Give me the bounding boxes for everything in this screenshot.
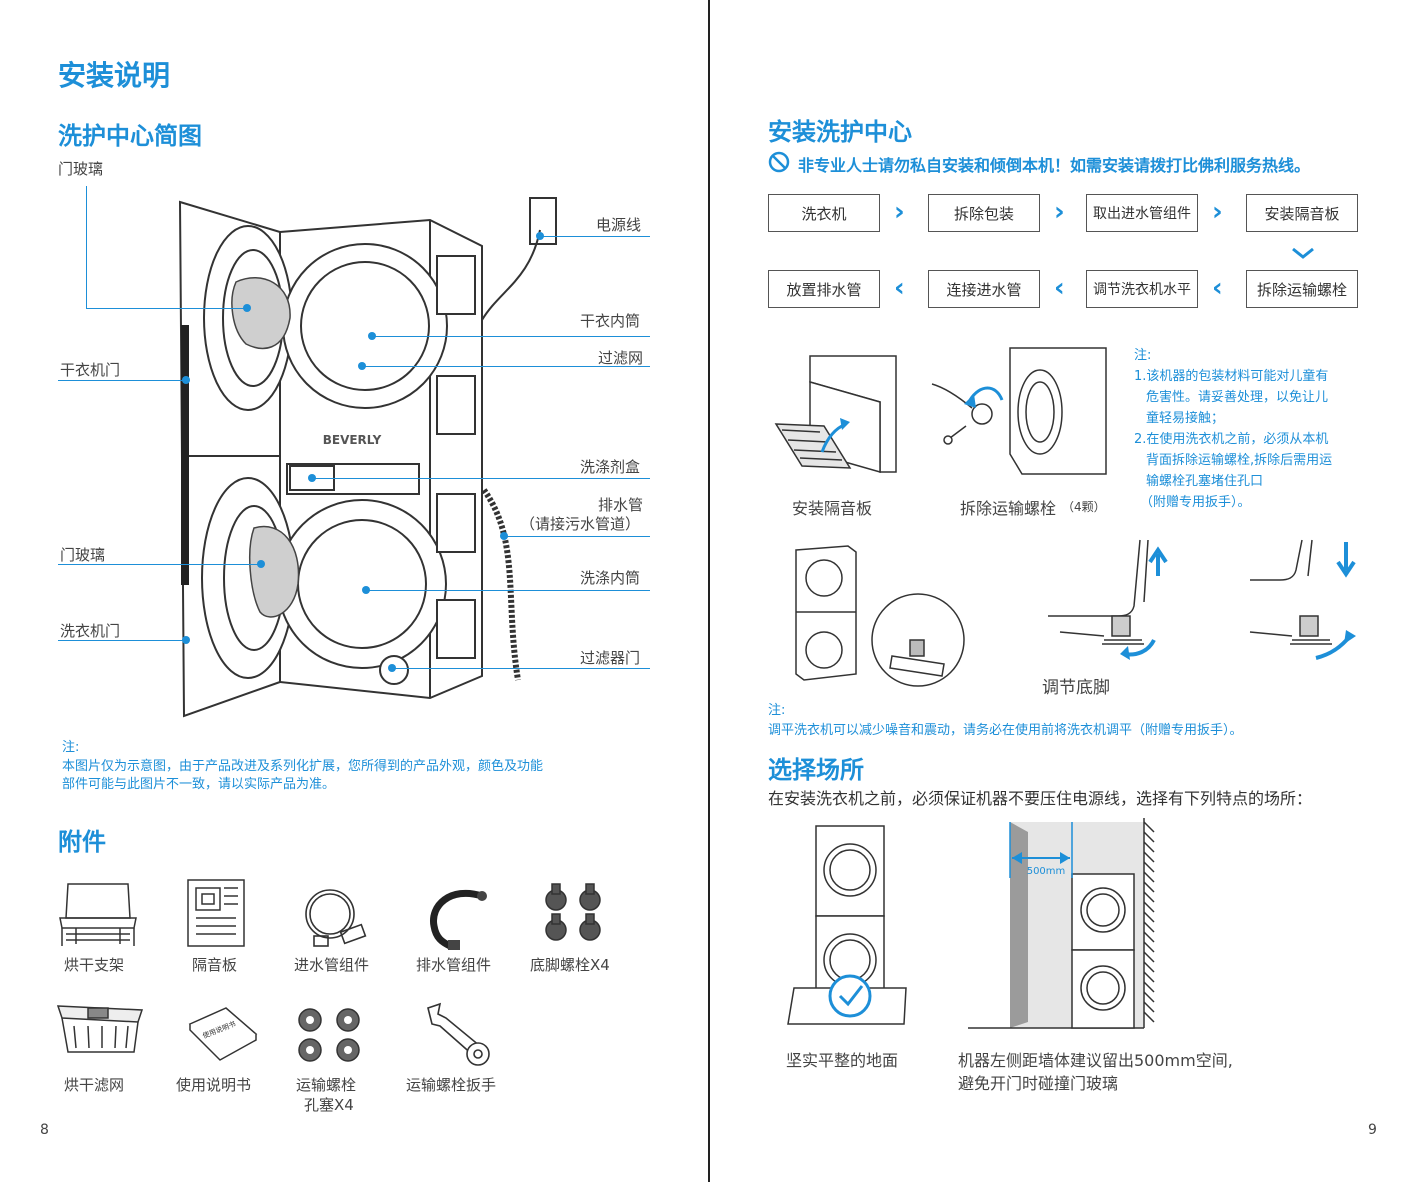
step-connect-inlet-hose: 连接进水管 <box>928 270 1040 308</box>
accessory-label-3: 排水管组件 <box>416 956 492 974</box>
inlet-hose-icon <box>305 889 367 947</box>
accessory-label-7-line2: 孔塞X4 <box>304 1096 354 1114</box>
install-title: 安装洗护中心 <box>768 118 912 146</box>
dryer-stand-icon <box>59 883 137 946</box>
accessory-label-7: 运输螺栓 <box>296 1076 357 1094</box>
chevron-left-icon: ‹ <box>1054 273 1065 303</box>
note2-label: 注: <box>768 703 786 718</box>
label-washer-door: 洗衣机门 <box>60 622 121 640</box>
sound-insulation-panel-icon <box>187 879 245 947</box>
caption-wall-distance-1: 机器左侧距墙体建议留出500mm空间, <box>958 1051 1233 1070</box>
note1-label: 注: <box>1134 348 1152 363</box>
user-manual-icon: 使用说明书 <box>188 1007 258 1061</box>
caption-wall-distance-2: 避免开门时碰撞门玻璃 <box>958 1074 1119 1093</box>
note-text-2: 部件可能与此图片不一致，请以实际产品为准。 <box>62 777 336 792</box>
chevron-right-icon: › <box>1054 197 1065 227</box>
label-detergent-box: 洗涤剂盒 <box>580 458 641 476</box>
note1-line-5: 输螺栓孔塞堵住孔口 <box>1146 474 1264 489</box>
chevron-right-icon: › <box>894 197 905 227</box>
step-remove-transport-bolts: 拆除运输螺栓 <box>1246 270 1358 308</box>
label-filter-net: 过滤网 <box>598 349 644 367</box>
accessories-title: 附件 <box>58 828 106 856</box>
accessory-label-5: 烘干滤网 <box>64 1076 125 1094</box>
note-label: 注: <box>62 740 80 755</box>
accessory-label-2: 进水管组件 <box>294 956 370 974</box>
label-drain-pipe-note: （请接污水管道） <box>520 515 641 533</box>
foot-bolts-icon <box>545 883 601 941</box>
caption-bolts-count: （4颗） <box>1062 500 1106 514</box>
chevron-down-icon <box>1292 247 1314 259</box>
prohibited-icon <box>768 151 790 173</box>
drain-hose-icon <box>430 889 487 950</box>
page-number-left: 8 <box>40 1122 49 1138</box>
label-power-cord: 电源线 <box>596 216 642 234</box>
right-page: 安装洗护中心 非专业人士请勿私自安装和倾倒本机！如需安装请拨打比佛利服务热线。 … <box>710 0 1418 1182</box>
step-install-panel: 安装隔音板 <box>1246 194 1358 232</box>
adjust-foot-down-illustration <box>1249 539 1356 660</box>
transport-bolt-wrench-icon <box>427 1002 490 1066</box>
step-place-drain-hose: 放置排水管 <box>768 270 880 308</box>
label-dryer-door: 干衣机门 <box>60 361 121 379</box>
chevron-right-icon: › <box>1212 197 1223 227</box>
brand-text: BEVERLY <box>323 433 382 447</box>
caption-install-panel: 安装隔音板 <box>792 499 873 518</box>
note-text-1: 本图片仅为示意图，由于产品改进及系列化扩展，您所得到的产品外观，颜色及功能 <box>62 759 544 774</box>
step-washer: 洗衣机 <box>768 194 880 232</box>
page-title: 安装说明 <box>58 59 171 92</box>
note1-line-3: 2.在使用洗衣机之前，必须从本机 <box>1134 432 1329 447</box>
diagram-title: 洗护中心简图 <box>58 122 202 150</box>
label-door-glass-top: 门玻璃 <box>58 160 104 178</box>
label-dryer-drum: 干衣内筒 <box>580 312 641 330</box>
caption-remove-bolts: 拆除运输螺栓 <box>960 499 1057 518</box>
distance-label: 500mm <box>1027 866 1066 877</box>
note2-text: 调平洗衣机可以减少噪音和震动，请务必在使用前将洗衣机调平（附赠专用扳手）。 <box>768 723 1243 738</box>
note1-line-2: 童轻易接触； <box>1146 411 1225 426</box>
adjust-foot-up-illustration <box>1048 539 1168 660</box>
step-take-inlet-hose: 取出进水管组件 <box>1086 194 1198 232</box>
caption-level-floor: 坚实平整的地面 <box>786 1051 899 1070</box>
label-drain-pipe: 排水管 <box>598 496 644 514</box>
left-page: 安装说明 洗护中心简图 <box>0 0 708 1182</box>
remove-bolts-illustration <box>931 347 1107 475</box>
wall-distance-illustration: 500mm <box>968 818 1155 1029</box>
accessory-label-1: 隔音板 <box>192 956 238 974</box>
note1-line-6: （附赠专用扳手）。 <box>1140 495 1251 510</box>
level-floor-illustration <box>787 825 907 1025</box>
label-filter-door: 过滤器门 <box>580 649 641 667</box>
chevron-left-icon: ‹ <box>1212 273 1223 303</box>
accessory-label-4: 底脚螺栓X4 <box>530 956 610 974</box>
location-text: 在安装洗衣机之前，必须保证机器不要压住电源线，选择有下列特点的场所： <box>768 789 1313 808</box>
leveling-illustration <box>795 545 965 687</box>
chevron-left-icon: ‹ <box>894 273 905 303</box>
label-wash-drum: 洗涤内筒 <box>580 569 641 587</box>
caption-adjust-feet: 调节底脚 <box>1042 678 1110 698</box>
dryer-filter-icon <box>56 1005 144 1053</box>
accessory-label-8: 运输螺栓扳手 <box>406 1076 497 1094</box>
install-panel-illustration <box>774 355 897 473</box>
note1-line-0: 1.该机器的包装材料可能对儿童有 <box>1134 369 1329 384</box>
accessory-label-6: 使用说明书 <box>176 1076 252 1094</box>
page-number-right: 9 <box>1368 1122 1377 1138</box>
transport-bolt-plugs-icon <box>298 1008 360 1062</box>
install-warning: 非专业人士请勿私自安装和倾倒本机！如需安装请拨打比佛利服务热线。 <box>798 156 1311 175</box>
note1-line-1: 危害性。请妥善处理，以免让儿 <box>1146 390 1329 405</box>
location-title: 选择场所 <box>768 756 864 784</box>
washer-dryer-diagram: BEVERLY <box>178 197 557 718</box>
step-remove-packaging: 拆除包装 <box>928 194 1040 232</box>
label-door-glass-bottom: 门玻璃 <box>60 546 106 564</box>
accessory-label-0: 烘干支架 <box>64 956 125 974</box>
note1-line-4: 背面拆除运输螺栓,拆除后需用运 <box>1146 453 1333 468</box>
page-divider <box>708 0 710 1182</box>
step-level-washer: 调节洗衣机水平 <box>1086 270 1198 308</box>
